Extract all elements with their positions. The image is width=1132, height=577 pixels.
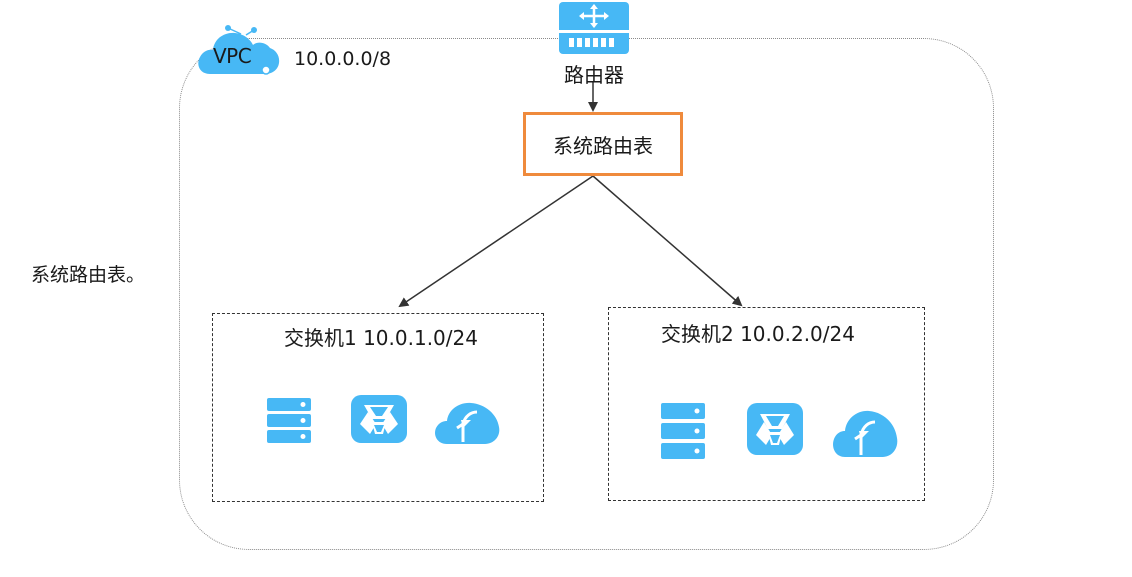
server-icon [659,401,707,461]
container-service-icon [746,402,804,456]
cloud-upload-icon [831,401,901,459]
vpc-cloud-icon [194,20,284,78]
cloud-upload-icon [433,394,503,446]
vswitch-2-label: 交换机2 10.0.2.0/24 [661,322,855,346]
side-caption: 系统路由表。 [31,264,146,286]
vswitch-1[interactable]: 交换机1 10.0.1.0/24 [212,313,544,502]
route-table-label: 系统路由表 [553,133,653,158]
router-icon [557,0,631,56]
vpc-cidr-label: 10.0.0.0/8 [294,48,392,70]
vpc-badge-label: VPC [213,44,252,68]
system-route-table-box[interactable]: 系统路由表 [523,112,683,176]
container-service-icon [350,394,408,444]
router-label: 路由器 [564,63,624,87]
vswitch-1-label: 交换机1 10.0.1.0/24 [284,326,478,350]
server-icon [265,396,313,444]
vswitch-2[interactable]: 交换机2 10.0.2.0/24 [608,307,925,501]
